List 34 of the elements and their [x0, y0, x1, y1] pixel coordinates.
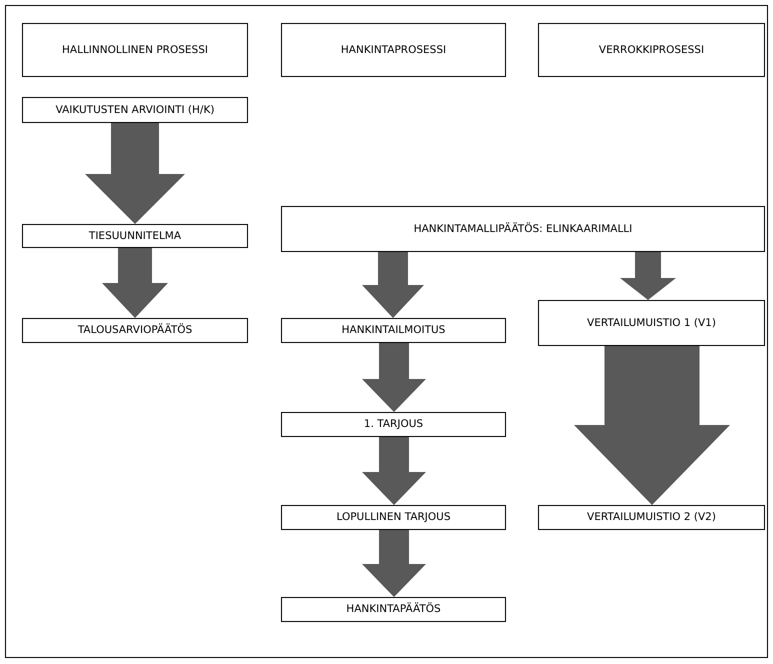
process-box: [538, 300, 765, 346]
box-label: HANKINTAILMOITUS: [342, 324, 446, 337]
box-label: LOPULLINEN TARJOUS: [336, 511, 451, 524]
box-label: HANKINTAMALLIPÄÄTÖS: ELINKAARIMALLI: [414, 222, 632, 236]
box-label: HANKINTAPÄÄTÖS: [346, 603, 441, 616]
process-box: [538, 23, 765, 77]
block-arrow: [574, 346, 730, 505]
process-box: [281, 23, 506, 77]
box-label: VAIKUTUSTEN ARVIOINTI (H/K): [56, 104, 214, 116]
process-box: [281, 505, 506, 530]
block-arrow: [362, 252, 424, 318]
block-arrow: [620, 252, 676, 300]
block-arrow: [362, 530, 426, 597]
box-label: VERTAILUMUISTIO 1 (V1): [587, 316, 716, 330]
process-box: [538, 505, 765, 530]
process-box: [281, 412, 506, 437]
box-label: HALLINNOLLINEN PROSESSI: [62, 44, 208, 56]
block-arrow: [362, 343, 426, 412]
box-label: HANKINTAPROSESSI: [340, 44, 446, 56]
process-box: [22, 23, 248, 77]
box-label: VERROKKIPROSESSI: [598, 44, 704, 56]
process-box: [281, 206, 765, 252]
process-box: [22, 318, 248, 343]
block-arrow: [85, 123, 185, 224]
block-arrow: [102, 248, 168, 318]
process-box: [22, 224, 248, 248]
process-box: [281, 597, 506, 622]
process-box: [22, 97, 248, 123]
block-arrow: [362, 437, 426, 505]
box-label: VERTAILUMUISTIO 2 (V2): [587, 511, 716, 524]
box-label: TIESUUNNITELMA: [88, 230, 182, 242]
box-label: 1. TARJOUS: [364, 418, 424, 431]
process-box: [281, 318, 506, 343]
box-label: TALOUSARVIOPÄÄTÖS: [78, 324, 192, 337]
